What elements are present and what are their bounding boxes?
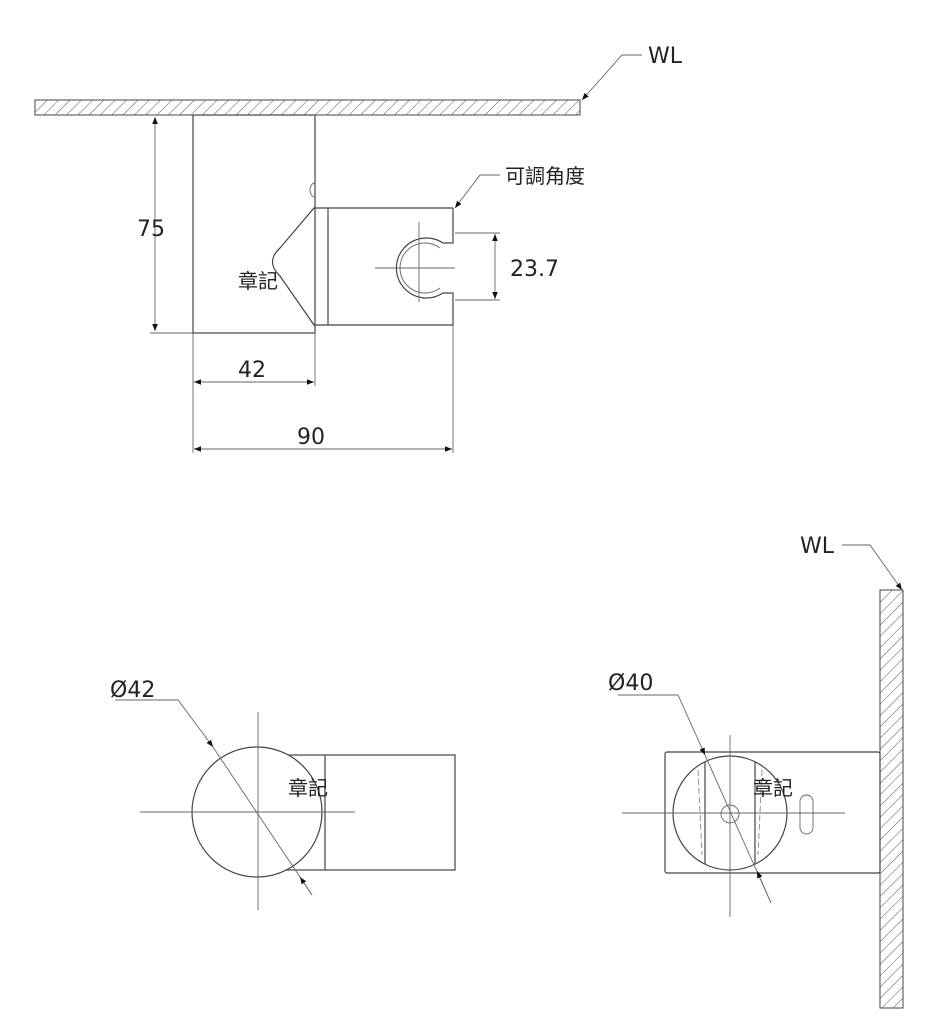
wall-hatch bbox=[879, 589, 904, 1009]
dim-diameter: Ø42 bbox=[110, 678, 155, 703]
logo-note: 章記 bbox=[288, 776, 328, 800]
angle-note: 可調角度 bbox=[505, 164, 585, 188]
front-view: Ø42 章記 bbox=[110, 678, 456, 910]
diameter-arrow bbox=[299, 876, 313, 896]
logo-note: 章記 bbox=[238, 269, 278, 293]
logo-note: 章記 bbox=[753, 776, 793, 800]
diameter-leader bbox=[115, 699, 214, 748]
angle-leader bbox=[454, 174, 500, 209]
dim-diameter: Ø40 bbox=[608, 671, 653, 696]
dim-clip: 23.7 bbox=[510, 257, 559, 282]
hidden-line bbox=[697, 769, 703, 856]
wall-leader bbox=[842, 544, 903, 591]
slot bbox=[799, 794, 814, 835]
diameter-line bbox=[212, 746, 313, 896]
wall-label: WL bbox=[800, 534, 835, 559]
small-arc bbox=[309, 182, 316, 198]
dim-total-width: 90 bbox=[297, 425, 325, 450]
dim-height: 75 bbox=[137, 217, 165, 242]
wall-hatch bbox=[34, 99, 581, 116]
hidden-line bbox=[757, 769, 763, 856]
side-view: WL Ø40 章記 bbox=[608, 534, 904, 1009]
wall-label: WL bbox=[648, 44, 683, 69]
mount-body bbox=[192, 114, 316, 334]
top-view: WL 章記 可調角度 75 23.7 42 90 bbox=[34, 44, 683, 453]
bracket-outline bbox=[271, 207, 453, 326]
wall-leader bbox=[581, 54, 642, 101]
dim-body-width: 42 bbox=[238, 358, 266, 383]
diameter-arrow bbox=[756, 870, 772, 904]
bracket-body bbox=[664, 751, 881, 874]
clip-outline bbox=[395, 208, 454, 325]
diameter-leader bbox=[618, 694, 706, 756]
